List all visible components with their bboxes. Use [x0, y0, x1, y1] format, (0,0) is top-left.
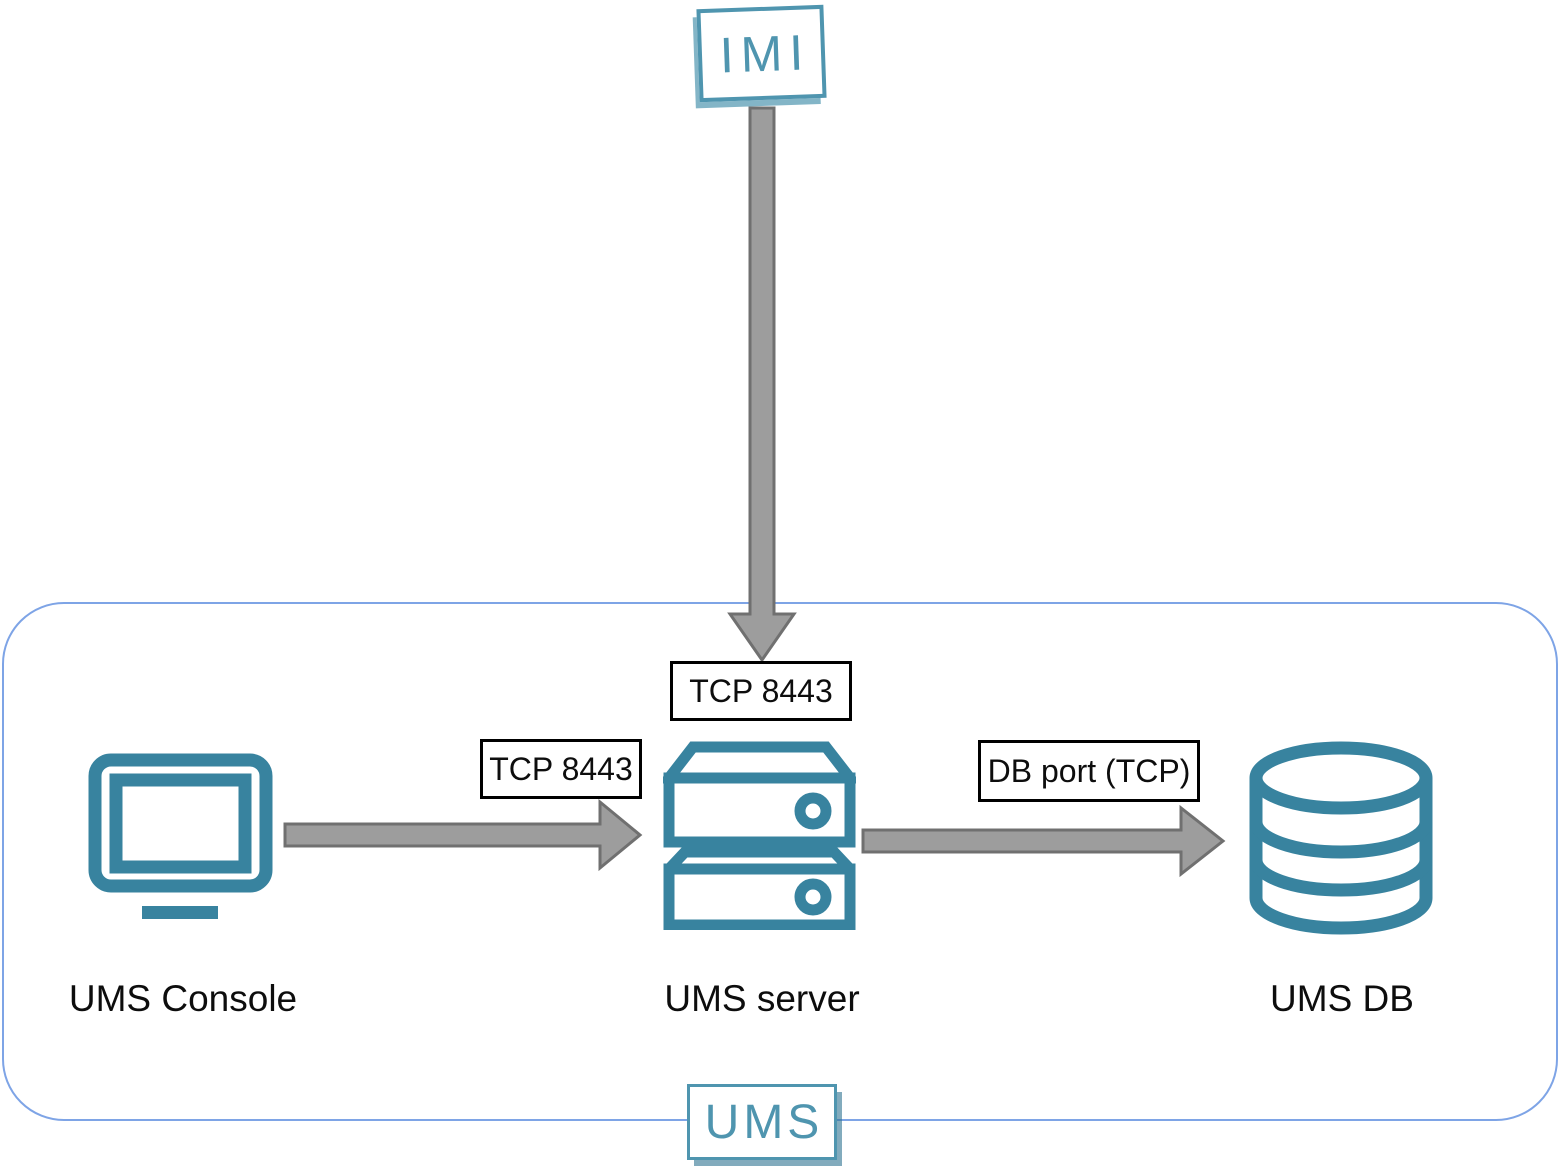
- port-label-text: TCP 8443: [489, 750, 633, 787]
- node-label-ums-console: UMS Console: [68, 978, 298, 1019]
- database-icon: [1249, 741, 1433, 935]
- port-label-text: DB port (TCP): [987, 752, 1191, 789]
- ums-group-label: UMS: [704, 1095, 824, 1149]
- port-label-console-to-server: TCP 8443: [480, 739, 642, 799]
- arrow-server-to-db: [861, 804, 1226, 878]
- port-label-server-to-db: DB port (TCP): [978, 740, 1200, 802]
- port-label-text: TCP 8443: [689, 672, 833, 709]
- ums-group-label-box: UMS: [687, 1084, 837, 1160]
- imi-node: IMI: [696, 4, 827, 103]
- node-label-ums-db: UMS DB: [1270, 978, 1414, 1019]
- port-label-imi-to-server: TCP 8443: [670, 661, 852, 721]
- arrow-imi-to-server: [727, 106, 797, 663]
- node-label-ums-server: UMS server: [664, 978, 860, 1019]
- monitor-icon: [88, 753, 273, 919]
- arrow-console-to-server: [283, 798, 643, 872]
- imi-node-label: IMI: [718, 23, 812, 83]
- server-icon: [663, 741, 856, 930]
